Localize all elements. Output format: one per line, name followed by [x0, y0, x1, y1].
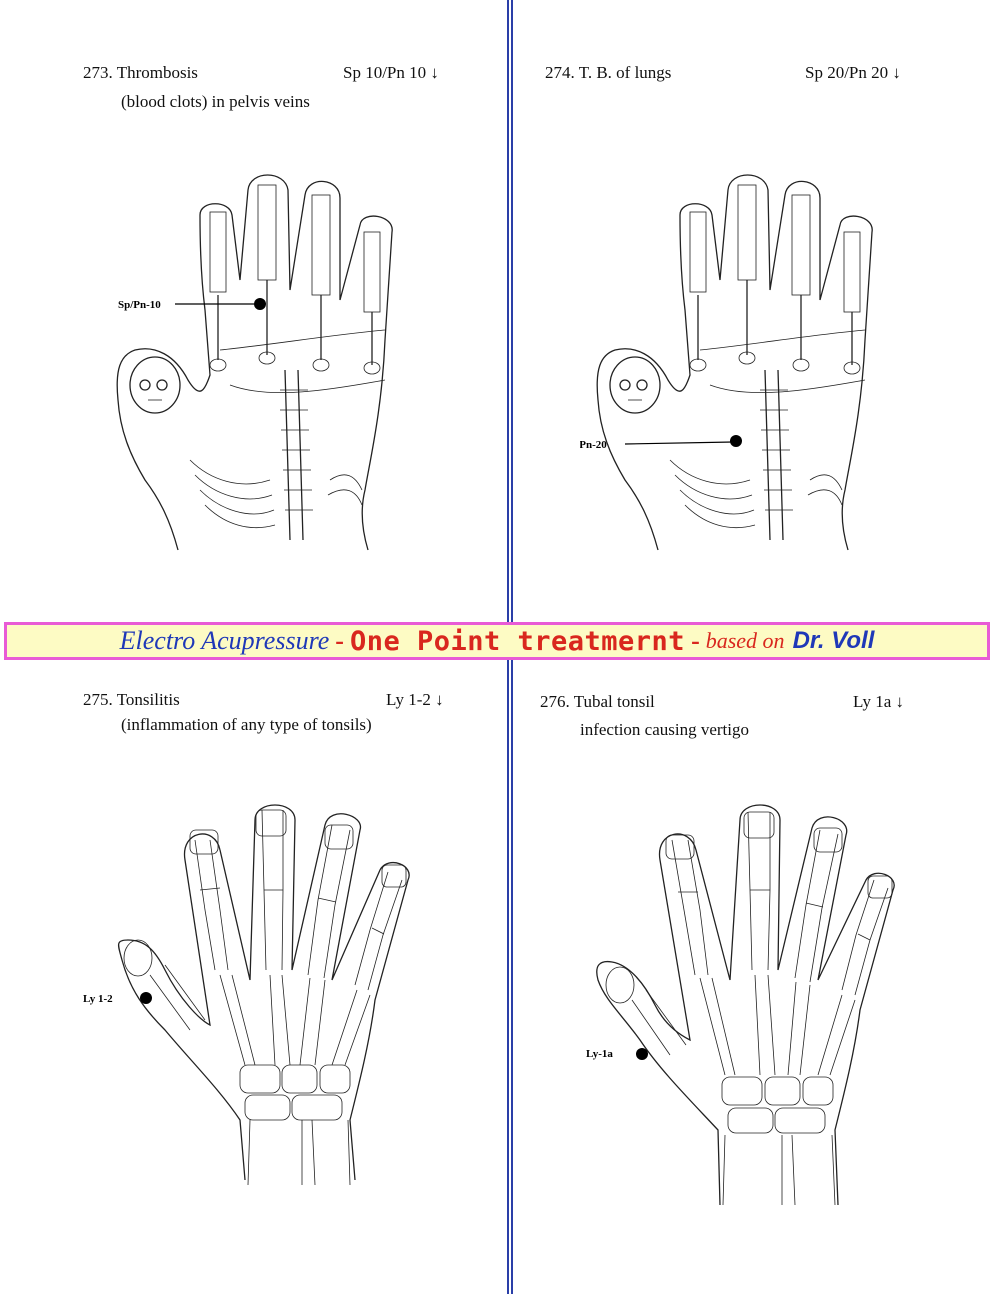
card-title: 275. Tonsilitis: [83, 690, 180, 709]
card-subtitle: infection causing vertigo: [580, 720, 750, 739]
acupoint-code: Ly 1a ↓: [853, 692, 904, 711]
hand-bones-illustration: Ly-1a: [586, 804, 895, 1206]
banner-name: Dr. Voll: [792, 627, 875, 654]
title-banner: Electro Acupressure - One Point treatmer…: [4, 622, 990, 660]
acupoint-label: Sp/Pn-20: [580, 439, 607, 451]
acupoint-code: Ly 1-2 ↓: [386, 690, 444, 709]
acupoint-code: Sp 20/Pn 20 ↓: [805, 63, 901, 82]
card-subtitle: (blood clots) in pelvis veins: [121, 92, 310, 111]
card-subtitle: (inflammation of any type of tonsils): [121, 715, 372, 734]
banner-dash: -: [335, 626, 344, 655]
banner-main-text: One Point treatmernt: [349, 625, 686, 657]
acupoint-label: Ly 1-2: [83, 993, 113, 1005]
acupoint-label: Ly-1a: [586, 1048, 613, 1060]
card-title: 274. T. B. of lungs: [545, 63, 672, 82]
banner-dash: -: [691, 626, 700, 655]
acupoint-code: Sp 10/Pn 10 ↓: [343, 63, 439, 82]
card-title: 276. Tubal tonsil: [540, 692, 655, 711]
card-title: 273. Thrombosis: [83, 63, 198, 82]
skeleton-hand-illustration: Sp/Pn-10: [116, 174, 393, 551]
acupoint-label: Sp/Pn-10: [118, 299, 161, 311]
hand-bones-illustration: Ly 1-2: [83, 804, 410, 1186]
banner-mid-text: based on: [705, 628, 785, 653]
banner-left-text: Electro Acupressure: [119, 626, 330, 655]
skeleton-hand-illustration: Sp/Pn-20: [580, 174, 873, 551]
